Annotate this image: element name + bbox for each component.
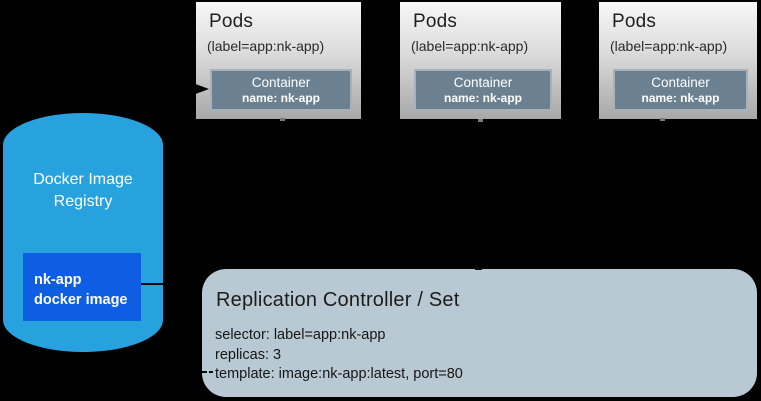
docker-image-box: nk-app docker image (23, 253, 141, 321)
docker-registry-cylinder: Docker Image Registry nk-app docker imag… (3, 113, 163, 352)
dashed-connector-remnant (475, 267, 482, 270)
container-title: Container (453, 75, 513, 90)
container-name: name: nk-app (443, 91, 522, 105)
registry-connector-line (141, 283, 164, 285)
pod-title: Pods (209, 11, 254, 32)
controller-replicas-line: replicas: 3 (215, 346, 282, 363)
pod-label: (label=app:nk-app) (610, 38, 728, 54)
pod-title: Pods (612, 11, 657, 32)
container-name: name: nk-app (241, 91, 320, 105)
dashed-connector-remnant (660, 118, 665, 121)
container-box-1: Container name: nk-app (210, 69, 352, 111)
pod-box-3: Pods (label=app:nk-app) Container name: … (599, 2, 757, 119)
pod-title: Pods (413, 11, 458, 32)
controller-template-line: template: image:nk-app:latest, port=80 (215, 366, 463, 382)
container-box-2: Container name: nk-app (414, 69, 552, 111)
dashed-connector-remnant (202, 371, 207, 373)
pod-box-1: Pods (label=app:nk-app) Container name: … (196, 2, 361, 119)
controller-title: Replication Controller / Set (216, 289, 460, 311)
replication-controller-box: Replication Controller / Set selector: l… (202, 269, 757, 397)
dashed-connector-remnant (280, 118, 285, 121)
controller-selector-line: selector: label=app:nk-app (215, 327, 386, 343)
arrowhead-icon (190, 82, 209, 96)
container-name: name: nk-app (641, 91, 720, 105)
dashed-connector-remnant (209, 371, 213, 373)
registry-title: Docker Image Registry (33, 171, 133, 210)
container-box-3: Container name: nk-app (613, 69, 748, 111)
pod-label: (label=app:nk-app) (411, 38, 529, 54)
pod-label: (label=app:nk-app) (207, 38, 325, 54)
dashed-connector-remnant (478, 119, 483, 122)
controller-config-lines: selector: label=app:nk-app replicas: 3 t… (215, 326, 463, 385)
container-title: Container (651, 75, 710, 90)
container-title: Container (251, 75, 311, 90)
pod-box-2: Pods (label=app:nk-app) Container name: … (400, 2, 561, 119)
